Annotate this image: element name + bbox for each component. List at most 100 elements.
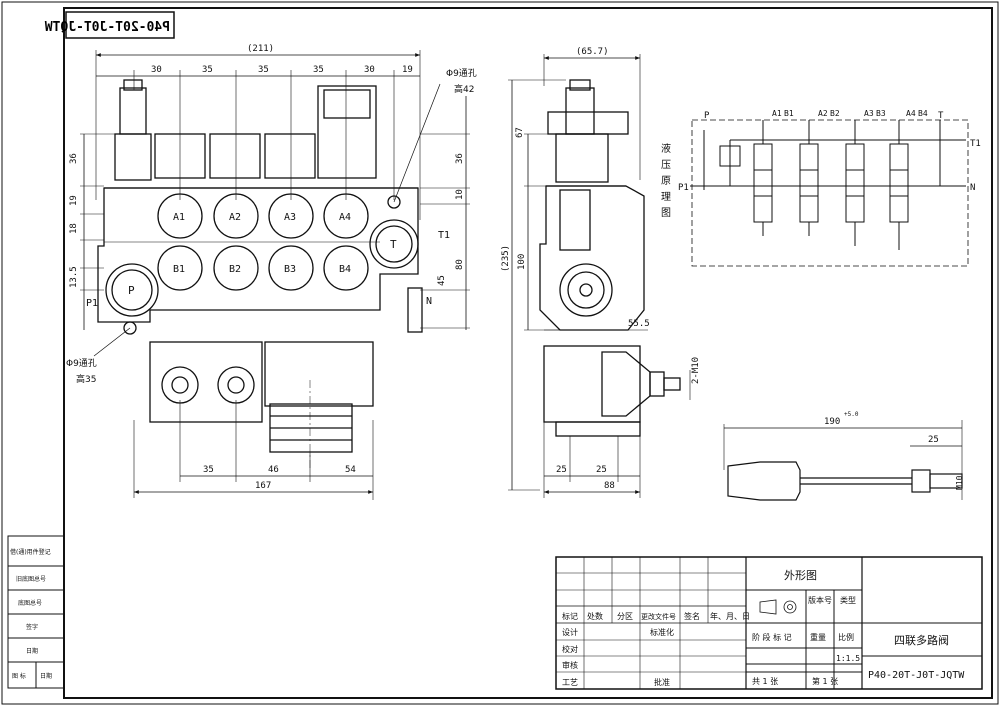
tb-rev-file: 更改文件号 [641, 612, 676, 621]
tb-rev-mark: 标记 [562, 611, 578, 621]
dim-right-36: 36 [455, 153, 465, 164]
handle-length-tol: +5.0 [844, 411, 859, 418]
hole-bottom-note-2: 高35 [76, 373, 96, 385]
dim-bottom-54: 54 [345, 465, 356, 475]
strip-base: 底图总号 [18, 599, 42, 607]
schem-p: P [704, 111, 710, 121]
tb-standardize: 标准化 [650, 627, 674, 637]
dim-right-10: 10 [455, 189, 465, 200]
schem-title-2: 压 [661, 159, 671, 171]
schem-title-4: 理 [661, 191, 671, 203]
schem-b4: B4 [918, 109, 928, 118]
port-b2: B2 [229, 264, 241, 275]
dim-side-25b: 25 [596, 465, 607, 475]
hole-top-note-1: Φ9通孔 [446, 68, 477, 79]
tb-sheets-total: 共 1 张 [752, 677, 778, 686]
port-b4: B4 [339, 264, 351, 275]
schem-a3: A3 [864, 109, 874, 118]
mirrored-code: P40-20T-J0T-JQTW [45, 20, 170, 35]
tb-rev-zone: 分区 [617, 612, 633, 621]
tb-sheet-no: 第 1 张 [812, 676, 838, 686]
dim-side-100: 100 [517, 254, 527, 270]
dim-overall-width: (211) [247, 44, 274, 54]
port-a3: A3 [284, 212, 296, 223]
dim-top-5: 30 [364, 65, 375, 75]
tb-rev-date: 年、月、日 [710, 611, 750, 621]
dim-right-80: 80 [455, 259, 465, 270]
tb-rev-sign: 签名 [684, 611, 700, 621]
handle-dim-25: 25 [928, 435, 939, 445]
dim-side-235: (235) [501, 245, 511, 272]
port-p: P [128, 284, 135, 297]
tb-review: 审核 [562, 660, 578, 670]
strip-date2: 日期 [40, 672, 52, 680]
schem-a1: A1 [772, 109, 782, 118]
dim-top-1: 30 [151, 65, 162, 75]
dim-side-25a: 25 [556, 465, 567, 475]
dim-top-2: 35 [202, 65, 213, 75]
hydraulic-schematic [690, 119, 969, 267]
strip-sign: 签字 [26, 623, 38, 631]
tb-product-name: 四联多路阀 [894, 633, 949, 647]
hole-top-note-2: 高42 [454, 83, 474, 95]
tb-check: 校对 [562, 644, 578, 654]
dim-right-45: 45 [437, 275, 447, 286]
strip-old-base: 旧底图总号 [16, 575, 46, 583]
strip-borrowed: 借(通)用件登记 [10, 548, 51, 556]
side-view-labels: (65.7) 67 (235) 100 55.5 2-M10 25 25 88 [501, 47, 701, 491]
dim-top-3: 35 [258, 65, 269, 75]
title-block [555, 556, 983, 690]
handle-thread: M10 [955, 475, 964, 490]
dim-bottom-46: 46 [268, 465, 279, 475]
port-p1: P1 [86, 298, 98, 309]
left-strip [7, 535, 65, 689]
dim-side-55-5: 55.5 [628, 319, 650, 329]
schem-a2: A2 [818, 109, 828, 118]
strip-mark: 图 标 [12, 672, 26, 680]
tb-scale-value: 1:1.5 [836, 654, 860, 663]
dim-bottom-167: 167 [255, 481, 271, 491]
title-block-labels: 标记 处数 分区 更改文件号 签名 年、月、日 设计 校对 审核 工艺 标准化 … [562, 569, 965, 687]
tb-type: 类型 [840, 595, 856, 605]
tb-drawing-type: 外形图 [784, 569, 817, 582]
tb-weight: 重量 [810, 632, 826, 642]
tb-product-code: P40-20T-J0T-JQTW [868, 670, 965, 681]
dim-left-36: 36 [69, 153, 79, 164]
schem-title-3: 原 [661, 175, 671, 187]
schem-title-1: 液 [661, 142, 671, 155]
port-b1: B1 [173, 264, 185, 275]
tb-version: 版本号 [808, 595, 832, 605]
tb-stage: 阶 段 标 记 [752, 632, 792, 642]
handle-length: 190 [824, 417, 840, 427]
port-a2: A2 [229, 212, 241, 223]
port-a1: A1 [173, 212, 185, 223]
dim-top-4: 35 [313, 65, 324, 75]
dim-top-6: 19 [402, 65, 413, 75]
dim-bottom-35: 35 [203, 465, 214, 475]
handle-labels: 190 +5.0 25 M10 [824, 411, 964, 490]
schem-n: N [970, 183, 975, 193]
handle-drawing [723, 420, 963, 501]
schem-t: T [938, 111, 944, 121]
tb-scale: 比例 [838, 632, 854, 642]
dim-left-19: 19 [69, 195, 79, 206]
tb-approve: 批准 [654, 677, 670, 687]
front-view-labels: (211) 30 35 35 35 30 19 Φ9通孔 高42 Φ9通孔 高3… [66, 44, 477, 491]
dim-side-88: 88 [604, 481, 615, 491]
dim-left-18: 18 [69, 223, 79, 234]
front-view [80, 50, 470, 500]
port-t: T [390, 238, 397, 251]
schem-b1: B1 [784, 109, 794, 118]
tb-design: 设计 [562, 627, 578, 637]
tb-process: 工艺 [562, 678, 578, 687]
code-box [65, 11, 175, 39]
hole-bottom-note-1: Φ9通孔 [66, 358, 97, 369]
schem-title-5: 图 [661, 207, 671, 219]
schematic-labels: P P1 T T1 N A1 B1 A2 B2 A3 B3 A4 B4 液 压 … [661, 109, 981, 219]
side-thread: 2-M10 [691, 357, 701, 384]
strip-date: 日期 [26, 647, 38, 655]
port-t1: T1 [438, 230, 450, 241]
dim-side-65-7: (65.7) [576, 47, 609, 57]
